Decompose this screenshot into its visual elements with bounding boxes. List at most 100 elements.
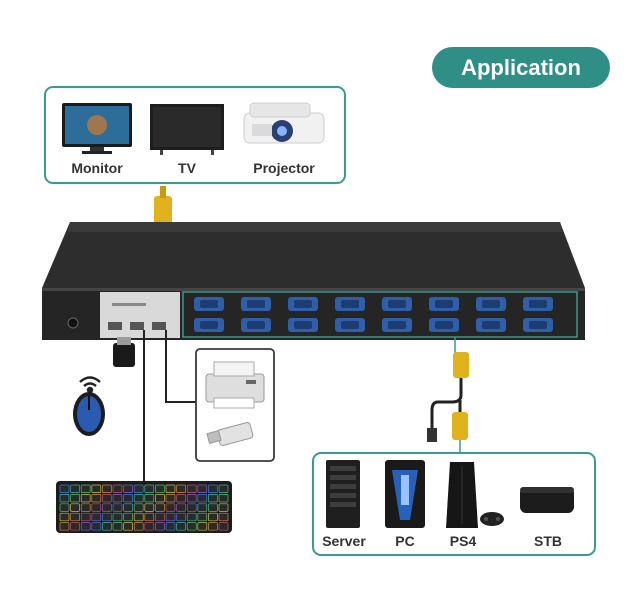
stb-icon	[520, 487, 574, 513]
keyboard-key	[59, 494, 70, 503]
keyboard-key	[91, 484, 102, 493]
keyboard-key	[102, 522, 112, 531]
keyboard-key	[91, 522, 102, 531]
vga-port	[523, 318, 553, 332]
keyboard-key	[133, 494, 144, 503]
keyboard-key	[218, 494, 229, 503]
vga-port	[241, 297, 271, 311]
keyboard-key	[144, 522, 155, 531]
keyboard-key	[133, 522, 144, 531]
keyboard-key	[176, 484, 186, 493]
vga-cable-right	[427, 337, 469, 452]
keyboard-key	[186, 522, 197, 531]
vga-port	[288, 318, 318, 332]
computer-label-ps4: PS4	[449, 533, 477, 549]
keyboard-key	[59, 484, 70, 493]
keyboard-key	[186, 512, 197, 522]
keyboard-key	[80, 484, 91, 493]
tv-icon	[150, 104, 224, 155]
keyboard-key	[123, 522, 133, 531]
keyboard-key	[123, 512, 133, 522]
projector-icon	[243, 102, 325, 144]
display-label-tv: TV	[178, 160, 196, 176]
vga-port	[335, 318, 365, 332]
keyboard-key	[144, 494, 155, 503]
keyboard-icon	[56, 481, 232, 533]
vga-port	[241, 318, 271, 332]
keyboard-key	[144, 503, 155, 512]
keyboard-key	[70, 484, 80, 493]
keyboard-key	[70, 522, 80, 531]
computer-label-pc: PC	[395, 533, 415, 549]
display-label-monitor: Monitor	[71, 160, 123, 176]
keyboard-key	[218, 484, 229, 493]
vga-port	[194, 318, 224, 332]
keyboard-key	[133, 503, 144, 512]
keyboard-key	[208, 503, 218, 512]
keyboard-key	[176, 522, 186, 531]
keyboard-key	[112, 503, 123, 512]
keyboard-key	[208, 522, 218, 531]
vga-port	[382, 297, 412, 311]
vga-port	[382, 318, 412, 332]
usb-cables	[143, 330, 196, 484]
vga-port	[194, 297, 224, 311]
keyboard-key	[133, 512, 144, 522]
keyboard-key	[155, 522, 165, 531]
keyboard-key	[176, 494, 186, 503]
keyboard-key	[144, 484, 155, 493]
usb-dongle-icon	[113, 337, 135, 367]
keyboard-key	[91, 503, 102, 512]
vga-port	[476, 318, 506, 332]
keyboard-key	[186, 503, 197, 512]
monitor-icon	[62, 103, 132, 154]
keyboard-key	[59, 503, 70, 512]
keyboard-key	[70, 512, 80, 522]
keyboard-key	[112, 512, 123, 522]
vga-port	[335, 297, 365, 311]
keyboard-key	[208, 512, 218, 522]
ps4-icon	[446, 462, 504, 528]
keyboard-key	[102, 484, 112, 493]
mouse-icon	[73, 392, 105, 436]
server-icon	[326, 460, 360, 528]
keyboard-key	[218, 512, 229, 522]
vga-port	[429, 318, 459, 332]
keyboard-key	[91, 494, 102, 503]
display-label-projector: Projector	[253, 160, 315, 176]
vga-port-grid	[194, 297, 553, 332]
printer-icon	[205, 361, 265, 409]
keyboard-key	[208, 484, 218, 493]
keyboard-key	[80, 503, 91, 512]
wifi-icon	[79, 376, 101, 394]
keyboard-key	[91, 512, 102, 522]
keyboard-key	[70, 494, 80, 503]
keyboard-key	[165, 494, 176, 503]
keyboard-key	[102, 512, 112, 522]
keyboard-key	[123, 484, 133, 493]
keyboard-key	[165, 484, 176, 493]
keyboard-key	[165, 522, 176, 531]
keyboard-key	[80, 512, 91, 522]
vga-port	[523, 297, 553, 311]
keyboard-key	[123, 503, 133, 512]
keyboard-key	[80, 522, 91, 531]
keyboard-key	[197, 503, 208, 512]
keyboard-key	[70, 503, 80, 512]
keyboard-key	[59, 522, 70, 531]
keyboard-key	[218, 503, 229, 512]
keyboard-key	[133, 484, 144, 493]
keyboard-key	[123, 494, 133, 503]
usb-stick-icon	[206, 422, 254, 446]
vga-port	[476, 297, 506, 311]
keyboard-key	[144, 512, 155, 522]
keyboard-key	[102, 503, 112, 512]
keyboard-key	[176, 503, 186, 512]
keyboard-key	[112, 484, 123, 493]
application-badge: Application	[432, 47, 610, 88]
keyboard-key	[197, 522, 208, 531]
keyboard-key	[218, 522, 229, 531]
keyboard-key	[155, 503, 165, 512]
pc-icon	[385, 460, 425, 528]
